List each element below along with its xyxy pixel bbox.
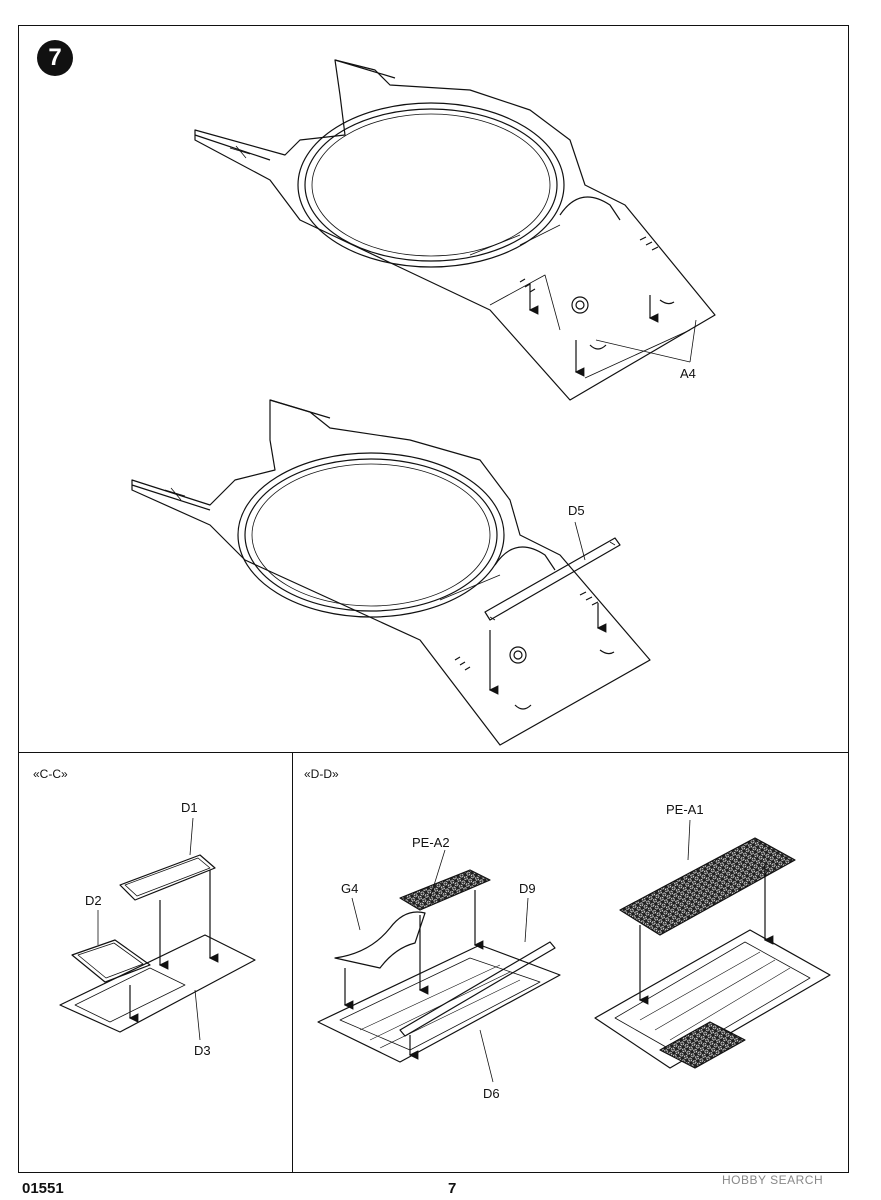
label-d9: D9 [519, 881, 536, 896]
section-title-dd: «D-D» [304, 767, 339, 781]
page-frame [18, 25, 849, 1173]
hull-plate-lower [131, 399, 651, 746]
vertical-divider [292, 752, 293, 1173]
step-number-badge: 7 [37, 40, 73, 76]
d5-part [484, 521, 621, 695]
label-d6: D6 [483, 1086, 500, 1101]
watermark: HOBBY SEARCH [722, 1173, 824, 1187]
page-number: 7 [448, 1180, 457, 1197]
hull-plate-upper [194, 59, 716, 401]
horizontal-divider [18, 752, 849, 753]
label-g4: G4 [341, 881, 359, 896]
section-title-cc: «C-C» [33, 767, 68, 781]
label-d3: D3 [194, 1043, 211, 1058]
dd-right-assembly [594, 819, 831, 1069]
label-a4: A4 [680, 366, 696, 381]
label-d5: D5 [568, 503, 585, 518]
label-pe-a2: PE-A2 [412, 835, 450, 850]
cc-assembly [59, 817, 256, 1041]
product-code: 01551 [22, 1180, 64, 1197]
dd-left-assembly [317, 849, 561, 1083]
a4-arrows [528, 283, 697, 377]
label-d2: D2 [85, 893, 102, 908]
label-d1: D1 [181, 800, 198, 815]
label-pe-a1: PE-A1 [666, 802, 704, 817]
